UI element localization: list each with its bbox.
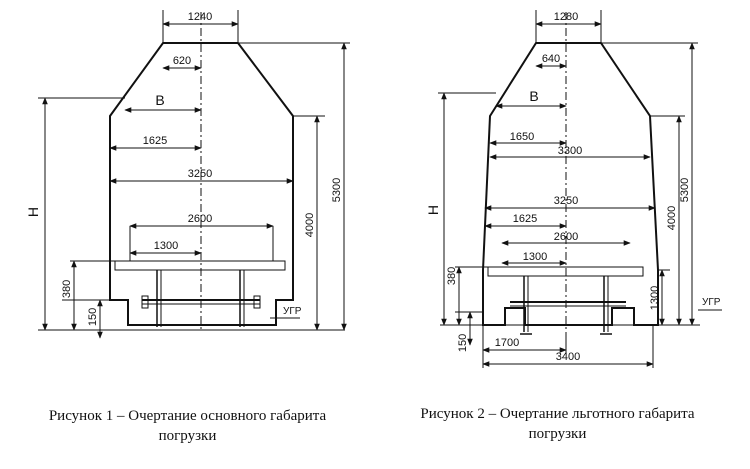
fig1-dim-h5300: 5300 [331,178,343,202]
fig2-dim-half-inner: 1300 [523,251,547,263]
fig1-dim-half-top: 620 [173,55,191,67]
figure-1-diagram: 1240 620 В 1625 3250 2600 1300 H 380 150… [25,10,350,339]
fig2-dim-h150: 150 [457,334,469,352]
fig2-dim-inner-width: 2600 [554,231,578,243]
fig2-dim-half-width: 1625 [513,213,537,225]
figure-2-caption-line-1: Рисунок 2 – Очертание льготного габарита [420,406,695,422]
fig1-dim-h150: 150 [87,308,99,326]
fig2-dim-half-width-top: 1650 [510,131,534,143]
fig2-label-b: В [529,88,538,104]
figure-2-caption-line-2: погрузки [528,426,587,442]
fig2-dim-half-top: 640 [542,53,560,65]
fig2-wagon-platform [487,266,644,277]
fig1-dim-h4000: 4000 [304,213,316,237]
fig1-dim-full-width: 3250 [188,168,212,180]
fig1-gauge-outline [109,42,294,326]
figure-1-caption-line-2: погрузки [158,428,217,444]
fig2-dim-h4000: 4000 [666,206,678,230]
fig2-dim-bottom-half: 1700 [495,337,519,349]
figure-1-caption: Рисунок 1 – Очертание основного габарита… [10,406,365,446]
fig2-dim-h5300: 5300 [679,178,691,202]
fig2-dim-full-width: 3250 [554,195,578,207]
fig1-dim-top-width: 1240 [188,11,212,23]
figure-2-diagram: 1280 640 В 1650 3300 3250 1625 2600 1300… [425,10,722,368]
fig1-label-b: В [155,92,164,108]
fig2-label-h: H [425,205,441,215]
fig2-dim-full-width-top: 3300 [558,145,582,157]
fig2-dim-top-width: 1280 [554,11,578,23]
figure-1-caption-line-1: Рисунок 1 – Очертание основного габарита [48,408,327,424]
fig1-dim-half-width: 1625 [143,135,167,147]
figure-2-caption: Рисунок 2 – Очертание льготного габарита… [380,404,735,444]
fig1-label-h: H [25,207,41,217]
fig1-dim-inner-width: 2600 [188,213,212,225]
fig2-dim-bottom-full: 3400 [556,351,580,363]
fig2-dim-h380: 380 [446,267,458,285]
fig1-wagon-platform [114,260,286,271]
fig1-label-ugr: УГР [283,306,302,317]
fig1-dim-h380: 380 [61,280,73,298]
fig2-gauge-outline [482,42,659,326]
fig1-dim-half-inner: 1300 [154,240,178,252]
fig2-label-ugr: УГР [702,297,721,308]
fig2-dim-h1300: 1300 [649,286,661,310]
